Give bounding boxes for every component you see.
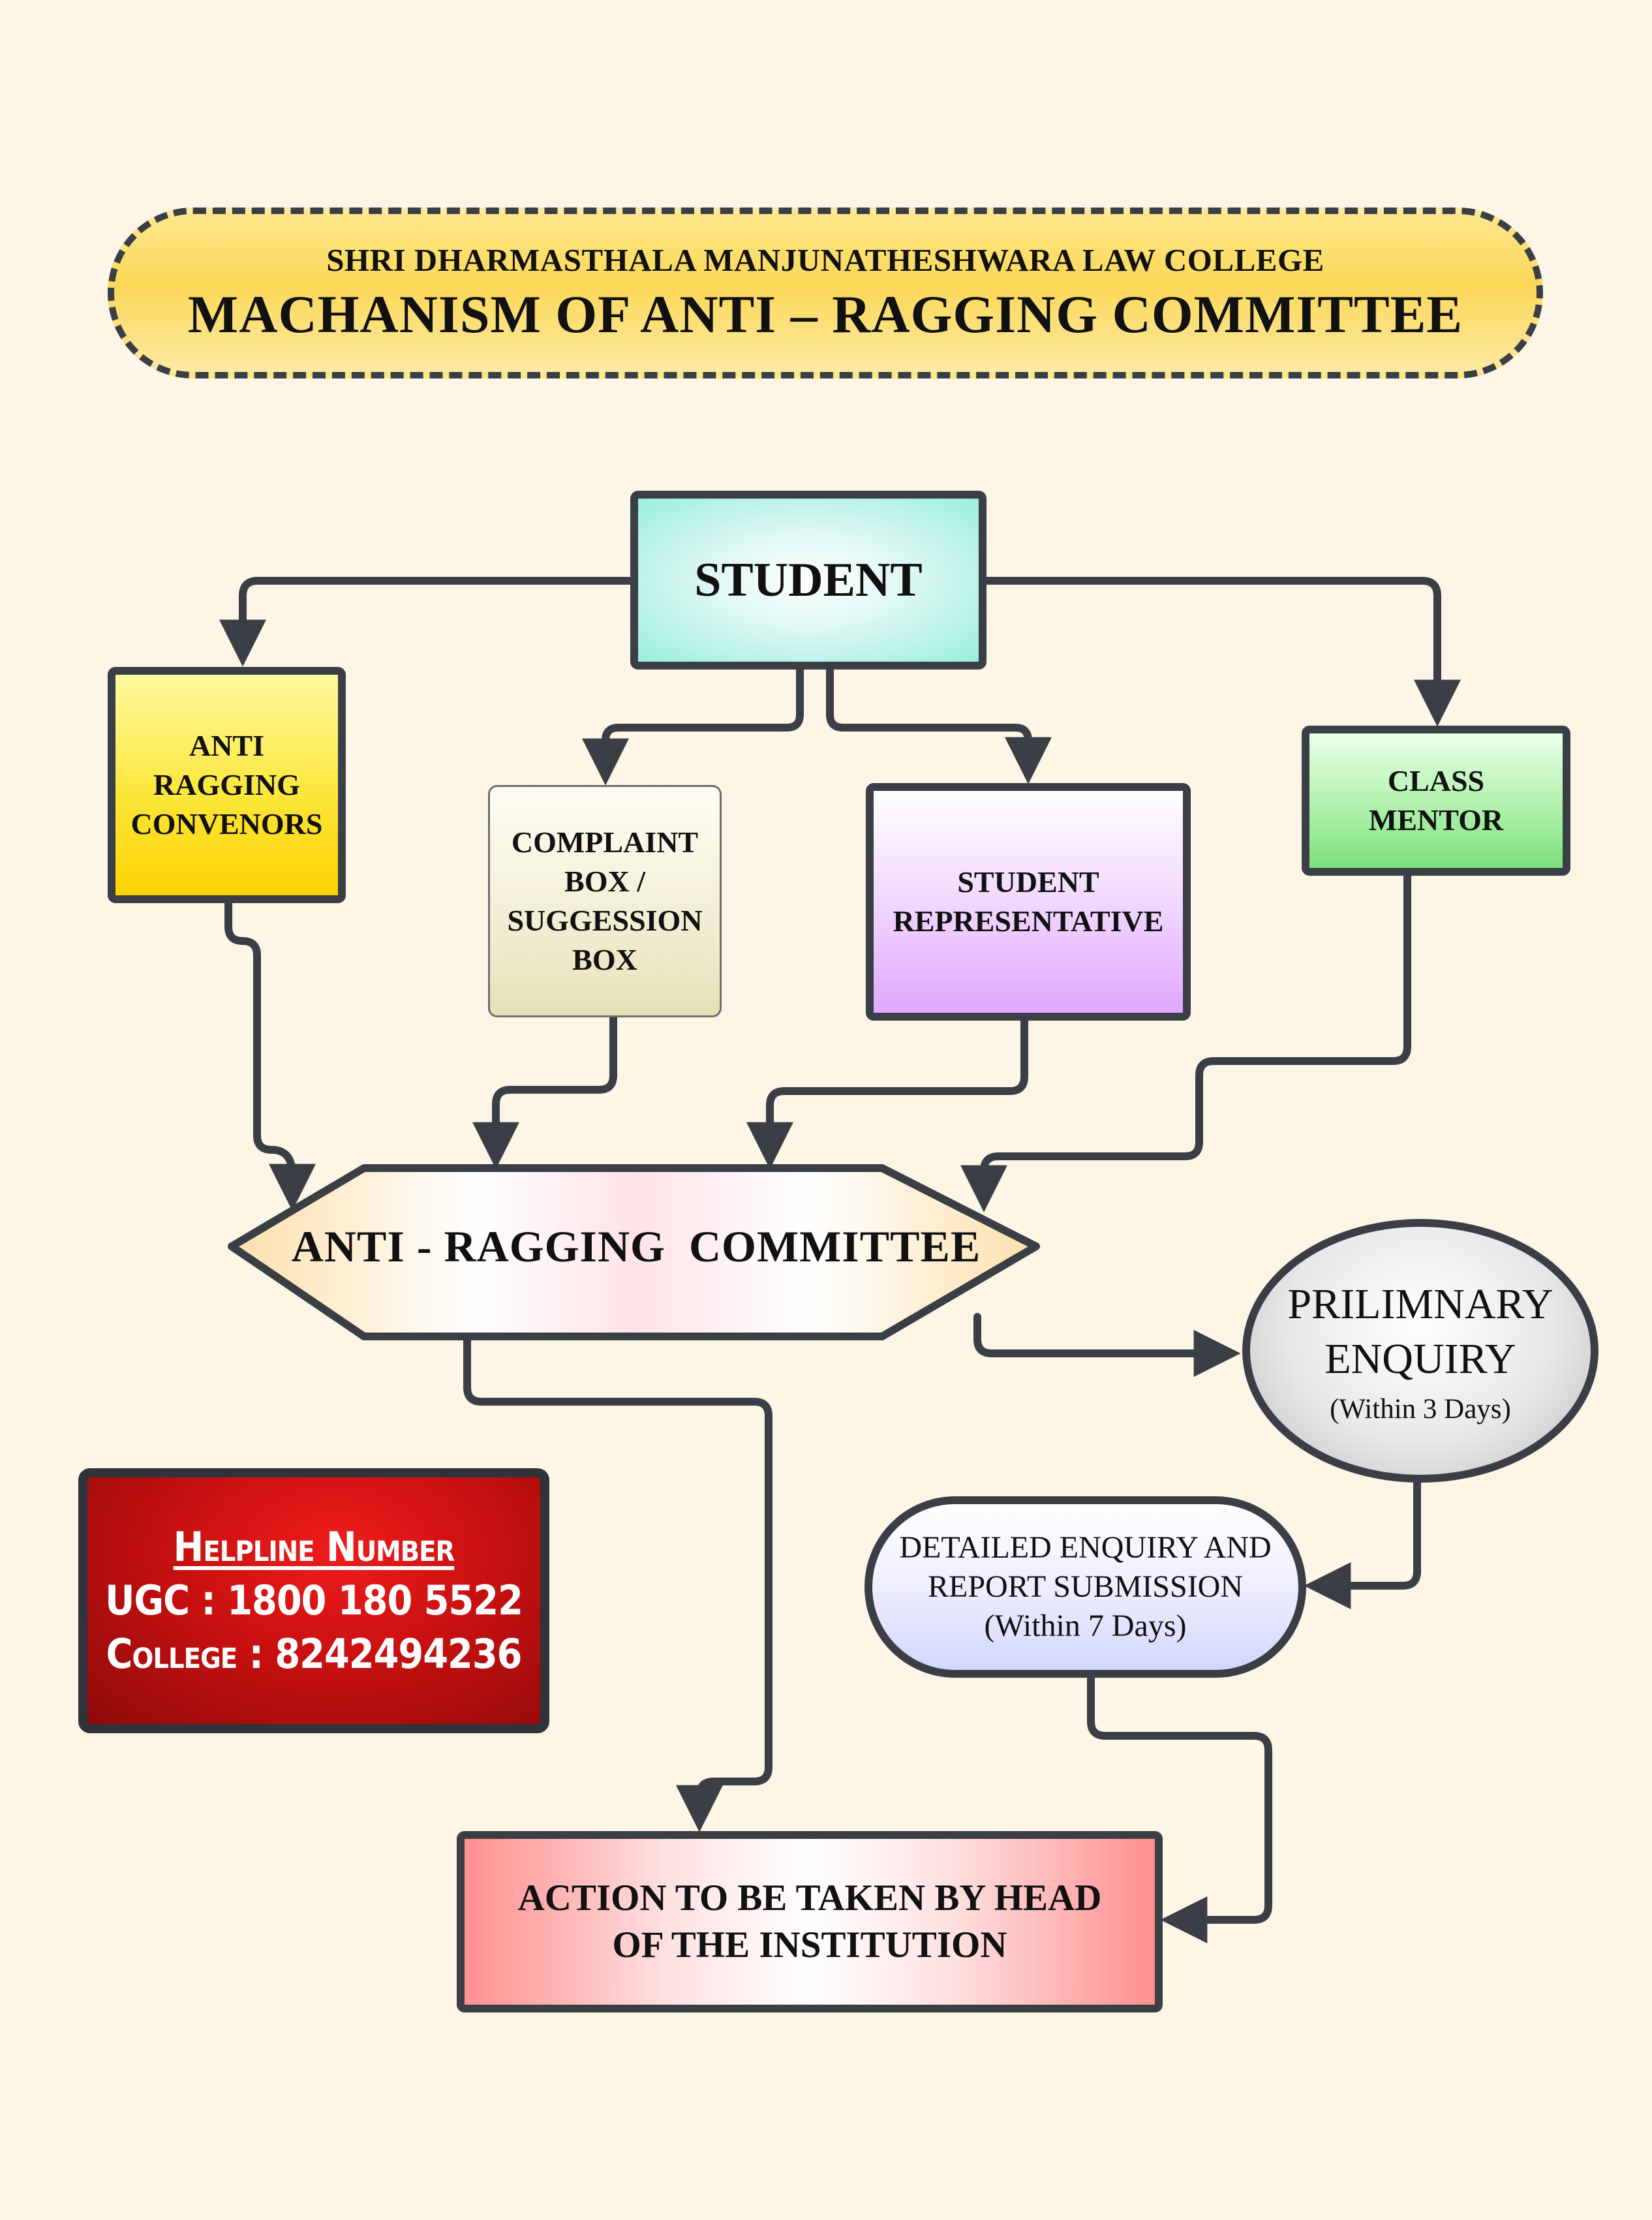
node-detailed-enquiry: DETAILED ENQUIRY AND REPORT SUBMISSION (… — [864, 1496, 1306, 1678]
connector-enquiry-detailed — [1304, 1479, 1421, 1609]
node-label-line: CONVENORS — [130, 807, 323, 840]
connector-representative-committee — [746, 1017, 1028, 1169]
node-label-line: STUDENT — [957, 865, 1099, 899]
node-student-label: STUDENT — [694, 553, 923, 607]
node-label-line: PRILIMNARY — [1287, 1280, 1553, 1328]
node-label-line: SUGGESSION — [507, 904, 703, 937]
connector-committee-enquiry — [973, 1313, 1241, 1377]
node-anti-ragging-committee: ANTI - RAGGING COMMITTEE — [235, 1181, 1037, 1312]
node-label-line: ENQUIRY — [1324, 1334, 1516, 1383]
helpline-panel: Helpline Number UGC : 1800 180 5522 Coll… — [78, 1468, 549, 1733]
node-label-line: REPRESENTATIVE — [893, 904, 1164, 938]
connector-detailed-action — [1087, 1674, 1272, 1943]
helpline-title: Helpline Number — [173, 1523, 455, 1571]
node-label-line: BOX / — [564, 865, 645, 898]
title-banner: SHRI DHARMASTHALA MANJUNATHESHWARA LAW C… — [108, 208, 1543, 378]
node-label-line: MENTOR — [1368, 803, 1504, 837]
connector-committee-action — [463, 1333, 772, 1832]
node-duration: (Within 7 Days) — [984, 1609, 1187, 1643]
chart-title: MACHANISM OF ANTI – RAGGING COMMITTEE — [187, 284, 1463, 344]
node-action-by-head: ACTION TO BE TAKEN BY HEAD OF THE INSTIT… — [457, 1831, 1163, 2012]
connector-student-convenors — [219, 577, 634, 667]
node-student-representative: STUDENT REPRESENTATIVE — [866, 783, 1191, 1021]
node-preliminary-enquiry: PRILIMNARY ENQUIRY (Within 3 Days) — [1242, 1219, 1598, 1483]
node-label-line: RAGGING — [153, 768, 300, 801]
committee-hexagon — [228, 1164, 1040, 1340]
connector-student-mentor — [983, 577, 1461, 727]
node-committee-label: ANTI - RAGGING COMMITTEE — [291, 1221, 981, 1271]
node-class-mentor: CLASS MENTOR — [1302, 726, 1570, 876]
connector-student-complaint — [582, 666, 804, 786]
helpline-ugc-number: UGC : 1800 180 5522 — [105, 1577, 523, 1624]
node-label-line: BOX — [572, 943, 637, 976]
node-label-line: ANTI — [189, 729, 265, 762]
node-label-line: COMPLAINT — [511, 825, 699, 859]
connector-complaint-committee — [472, 1013, 617, 1169]
node-label-line: OF THE INSTITUTION — [612, 1924, 1007, 1966]
node-label-line: CLASS — [1387, 764, 1485, 797]
node-duration: (Within 3 Days) — [1330, 1393, 1511, 1425]
connector-convenors-committee — [224, 899, 316, 1211]
node-anti-ragging-convenors: ANTI RAGGING CONVENORS — [108, 667, 346, 903]
college-name: SHRI DHARMASTHALA MANJUNATHESHWARA LAW C… — [326, 241, 1324, 278]
node-complaint-box: COMPLAINT BOX / SUGGESSION BOX — [488, 785, 722, 1017]
connector-mentor-committee — [960, 872, 1411, 1212]
node-label-line: DETAILED ENQUIRY AND — [899, 1530, 1272, 1565]
helpline-college-number: College : 8242494236 — [106, 1630, 523, 1678]
node-student: STUDENT — [630, 491, 987, 670]
node-label-line: REPORT SUBMISSION — [927, 1569, 1244, 1604]
connector-student-representative — [826, 666, 1052, 784]
node-label-line: ACTION TO BE TAKEN BY HEAD — [517, 1877, 1102, 1919]
